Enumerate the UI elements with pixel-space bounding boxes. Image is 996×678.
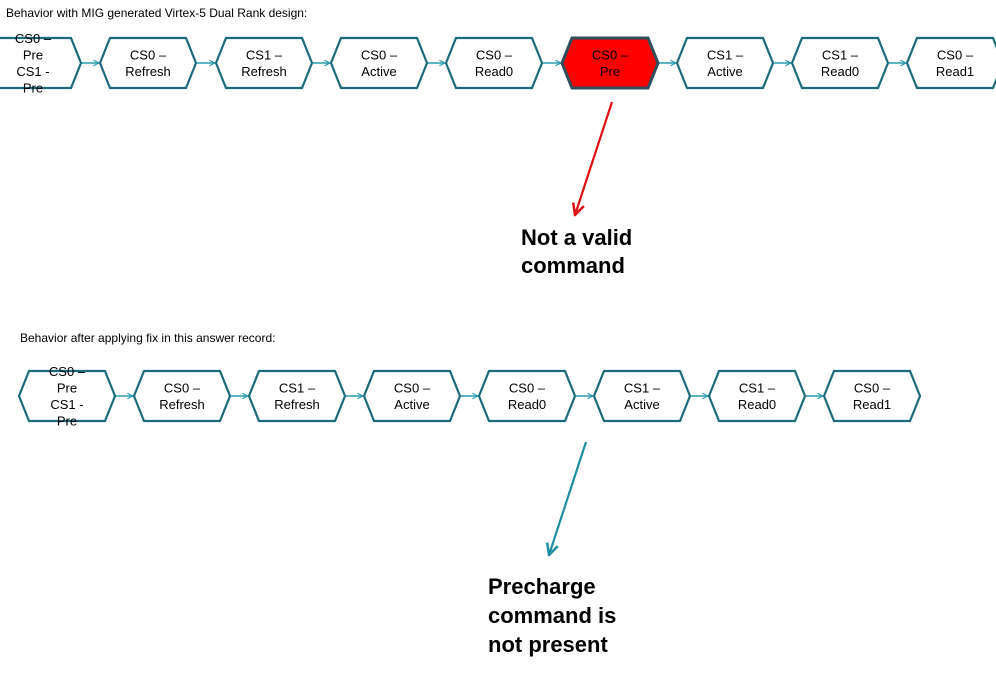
step-label: Pre xyxy=(23,80,43,95)
note-invalid-command-line: Not a valid xyxy=(521,225,632,250)
step-label: Read0 xyxy=(738,397,776,412)
top-step: CS1 – Active xyxy=(675,36,775,90)
caption-bottom: Behavior after applying fix in this answ… xyxy=(20,331,276,345)
step-label: Refresh xyxy=(241,64,287,79)
step-shape xyxy=(905,36,996,90)
step-label: CS1 – xyxy=(624,380,661,395)
step-label: CS1 – xyxy=(279,380,316,395)
bottom-step: CS0 – Read1 xyxy=(822,369,922,423)
step-shape xyxy=(0,36,83,90)
step-label: CS0 – xyxy=(592,47,629,62)
step-shape xyxy=(444,36,544,90)
top-step: CS0 – Read1 xyxy=(905,36,996,90)
step-label: CS0 – xyxy=(394,380,431,395)
step-shape xyxy=(329,36,429,90)
step-label: CS1 – xyxy=(246,47,283,62)
step-shape xyxy=(822,369,922,423)
step-label: Pre xyxy=(23,47,43,62)
note-precharge-missing-line: command is xyxy=(488,603,616,628)
top-step: CS0 – Pre xyxy=(560,36,660,90)
bottom-step: CS0 – Refresh xyxy=(132,369,232,423)
step-label: CS0 – xyxy=(130,47,167,62)
step-label: CS0 – xyxy=(854,380,891,395)
step-shape xyxy=(675,36,775,90)
step-shape xyxy=(214,36,314,90)
note-precharge-missing-line: Precharge xyxy=(488,574,596,599)
bottom-step: CS1 – Refresh xyxy=(247,369,347,423)
pointer-arrow-missing xyxy=(549,441,588,555)
step-label: Read0 xyxy=(475,64,513,79)
step-label: CS0 – xyxy=(509,380,546,395)
step-label: Pre xyxy=(600,64,620,79)
note-invalid-command: Not a valid command xyxy=(521,225,632,278)
step-label: Read1 xyxy=(853,397,891,412)
step-label: CS0 – xyxy=(361,47,398,62)
invalid-step-shape xyxy=(560,36,660,90)
step-shape xyxy=(477,369,577,423)
step-label: CS1 - xyxy=(50,397,83,412)
step-label: CS0 – xyxy=(15,31,52,46)
step-label: CS0 – xyxy=(476,47,513,62)
top-step: CS0 – Active xyxy=(329,36,429,90)
step-label: Read0 xyxy=(821,64,859,79)
step-label: Active xyxy=(707,64,742,79)
top-step: CS1 – Read0 xyxy=(790,36,890,90)
step-label: Read1 xyxy=(936,64,974,79)
step-label: Refresh xyxy=(125,64,171,79)
pointer-arrow-invalid xyxy=(575,101,614,215)
bottom-step: CS1 – Active xyxy=(592,369,692,423)
step-shape xyxy=(132,369,232,423)
step-label: CS0 – xyxy=(937,47,974,62)
note-invalid-command-line: command xyxy=(521,253,625,278)
step-label: CS1 – xyxy=(739,380,776,395)
caption-top: Behavior with MIG generated Virtex-5 Dua… xyxy=(6,6,308,20)
step-label: Read0 xyxy=(508,397,546,412)
step-label: CS1 – xyxy=(707,47,744,62)
step-shape xyxy=(17,369,117,423)
step-label: Pre xyxy=(57,380,77,395)
step-label: CS1 – xyxy=(822,47,859,62)
step-shape xyxy=(247,369,347,423)
step-shape xyxy=(592,369,692,423)
bottom-step: CS0 – Active xyxy=(362,369,462,423)
step-shape xyxy=(790,36,890,90)
step-label: CS0 – xyxy=(164,380,201,395)
top-step: CS1 – Refresh xyxy=(214,36,314,90)
step-label: Refresh xyxy=(159,397,205,412)
top-step: CS0 – Refresh xyxy=(98,36,198,90)
note-precharge-missing-line: not present xyxy=(488,632,608,657)
top-step: CS0 – Read0 xyxy=(444,36,544,90)
step-label: CS0 – xyxy=(49,364,86,379)
step-shape xyxy=(362,369,462,423)
step-label: Active xyxy=(394,397,429,412)
step-label: Pre xyxy=(57,413,77,428)
bottom-step: CS0 – Read0 xyxy=(477,369,577,423)
step-shape xyxy=(98,36,198,90)
bottom-step: CS1 – Read0 xyxy=(707,369,807,423)
step-label: Active xyxy=(624,397,659,412)
step-label: Active xyxy=(361,64,396,79)
step-label: CS1 - xyxy=(16,64,49,79)
note-precharge-missing: Precharge command is not present xyxy=(488,574,616,657)
step-label: Refresh xyxy=(274,397,320,412)
step-shape xyxy=(707,369,807,423)
